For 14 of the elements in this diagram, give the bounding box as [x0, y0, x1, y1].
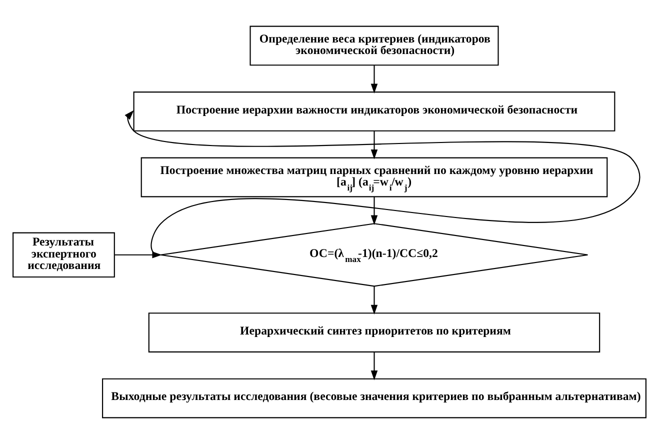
- arrow: [370, 130, 378, 159]
- arrow: [370, 352, 378, 380]
- node-box: Результаты экспертного исследования: [12, 232, 115, 278]
- arrow: [370, 64, 378, 93]
- node-diamond: ОС=(λ$_{max}$-1)(n-1)/СС≤0,2: [160, 222, 588, 286]
- arrow: [114, 250, 162, 258]
- node-box: Построение множества матриц парных сравнений по каждому уровню иерархии [a$_{ij}$] (a$_{ij}$=w$_{i}$/w$_{j}$): [140, 156, 608, 197]
- node-box: Выходные результаты исследования (весовые значения критериев по выбранным альтернативам): [102, 378, 646, 418]
- arrow: [370, 286, 378, 314]
- arrow: [370, 196, 378, 224]
- node-box: Иерархический синтез приоритетов по критериям: [148, 312, 600, 352]
- node-box: Построение иерархии важности индикаторов экономической безопасности: [133, 91, 616, 131]
- arrow: [124, 110, 640, 255]
- node-box: Определение веса критериев (индикаторов экономической безопасности): [250, 25, 499, 66]
